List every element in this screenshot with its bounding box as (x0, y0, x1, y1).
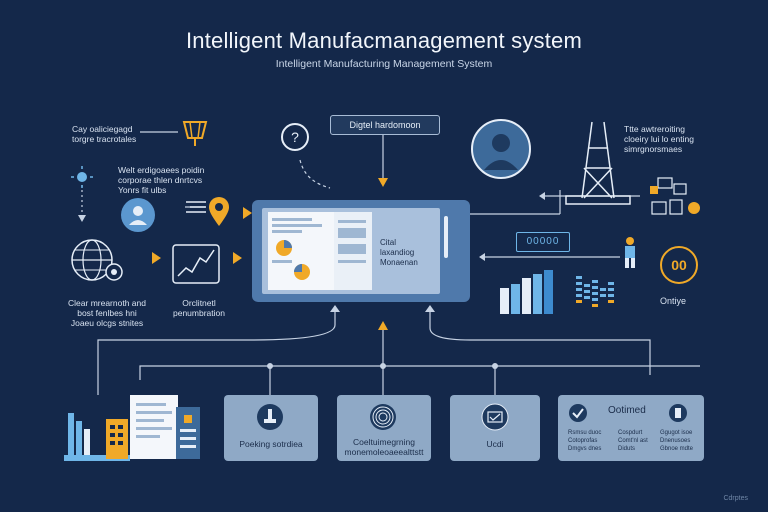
factory-documents-illustration (64, 395, 200, 461)
sun-icon (71, 166, 93, 188)
right-mid-label: Ontiye (660, 296, 687, 306)
worker-icon (625, 237, 635, 268)
globe-gear-icon (71, 239, 123, 281)
digital-transformation-box: Digtel hardomoon (330, 115, 440, 135)
optimized-col3: Ggugot isoe Dnenusoes Gbnoe mdte (660, 430, 694, 452)
watermark: Cdrptes (723, 495, 748, 502)
page-subtitle: Intelligent Manufacturing Management Sys… (275, 58, 493, 70)
tablet-screen: Cital laxandiog Monaenan (262, 208, 440, 294)
chart-label: Orclitnetl penumbration (173, 298, 225, 318)
box-label: Ucdi (486, 439, 504, 449)
code-display: 00000 (516, 232, 570, 252)
right-top-label: Ttte awtreroiting cloeiry lui lo enting … (624, 124, 694, 154)
tablet-label: Cital laxandiog Monaenan (380, 238, 418, 267)
bottom-left-label: Clear mrearnoth and bost fenlbes hni Joa… (68, 298, 146, 328)
stamp-icon (257, 404, 283, 430)
user-icon (121, 198, 155, 232)
boxes-icon (650, 177, 700, 215)
histogram-icon (576, 276, 614, 307)
avatar-globe-icon (471, 119, 531, 179)
list-icon (186, 201, 206, 213)
optimized-col1: Rsmsu duoc Cotoprofas Dmgvs dnes (568, 430, 602, 452)
top-left-label: Cay oaliciegagd torgre tracrotales (72, 124, 137, 144)
svg-text:?: ? (291, 129, 299, 145)
fingerprint-icon (370, 404, 396, 430)
tower-icon (565, 121, 631, 205)
box-label: Poeking sotrdiea (239, 439, 303, 449)
basket-icon (182, 121, 208, 146)
box-consulting: Coeltuimegrning monemoleoaeealttstt (337, 395, 431, 461)
box-optimized: Ootimed Rsmsu duoc Cotoprofas Dmgvs dnes… (558, 395, 704, 461)
question-icon: ? (281, 123, 309, 151)
page-title: Intelligent Manufacmanagement system (185, 28, 583, 53)
box-packing-station: Poeking sotrdiea (224, 395, 318, 461)
optimized-title: Ootimed (608, 405, 646, 416)
status-circle: 00 (660, 246, 698, 284)
location-pin-icon (209, 197, 229, 226)
trend-chart-icon (172, 244, 220, 284)
optimized-col2: Cospdurt Comt'nl ast Diduts (618, 430, 648, 452)
message-check-icon (481, 403, 509, 431)
box-audit: Ucdi (450, 395, 540, 461)
mid-left-label: Welt erdigoaees poidin corporae thlen dn… (118, 165, 205, 195)
book-illustration (268, 212, 372, 290)
tablet-scrollbar (444, 216, 448, 258)
check-icon (569, 404, 587, 422)
box-label: Coeltuimegrning monemoleoaeealttstt (344, 437, 424, 457)
bar-chart-icon (500, 270, 553, 314)
document-icon (669, 404, 687, 422)
